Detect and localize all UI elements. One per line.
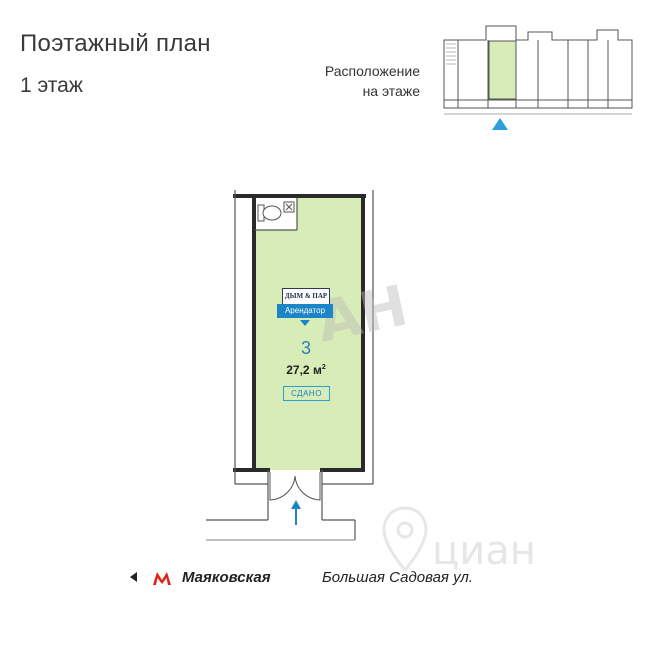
direction-arrow-icon — [130, 572, 137, 582]
walls — [233, 194, 366, 472]
location-marker-icon — [492, 118, 508, 130]
location-label: Расположение на этаже — [325, 61, 420, 101]
status-badge: СДАНО — [283, 386, 330, 401]
tag-pointer-icon — [300, 320, 310, 326]
cian-watermark-text: циан — [432, 528, 536, 574]
unit-area: 27,2 м2 — [276, 363, 336, 377]
unit-area-value: 27,2 м — [286, 363, 322, 377]
toilet-icon — [257, 204, 282, 222]
sink-icon — [283, 201, 295, 213]
location-label-line2: на этаже — [362, 83, 420, 99]
cian-watermark-icon — [382, 506, 428, 573]
tenant-logo: ДЫМ & ПАР — [282, 288, 330, 305]
street-name: Большая Садовая ул. — [322, 569, 474, 586]
floor-label: 1 этаж — [20, 74, 83, 97]
floor-overview-map — [443, 25, 633, 130]
metro-icon — [153, 572, 171, 585]
unit-number: 3 — [300, 338, 311, 358]
room-area — [255, 198, 362, 470]
tenant-tag: Арендатор — [277, 304, 333, 318]
highlighted-unit — [488, 40, 517, 100]
entrance-door-icon — [269, 472, 321, 501]
metro-station-name: Маяковская — [182, 569, 271, 586]
page-title: Поэтажный план — [20, 30, 211, 57]
location-label-line1: Расположение — [324, 63, 420, 79]
unit-area-superscript: 2 — [321, 364, 326, 371]
entrance-arrow-icon — [291, 500, 301, 525]
